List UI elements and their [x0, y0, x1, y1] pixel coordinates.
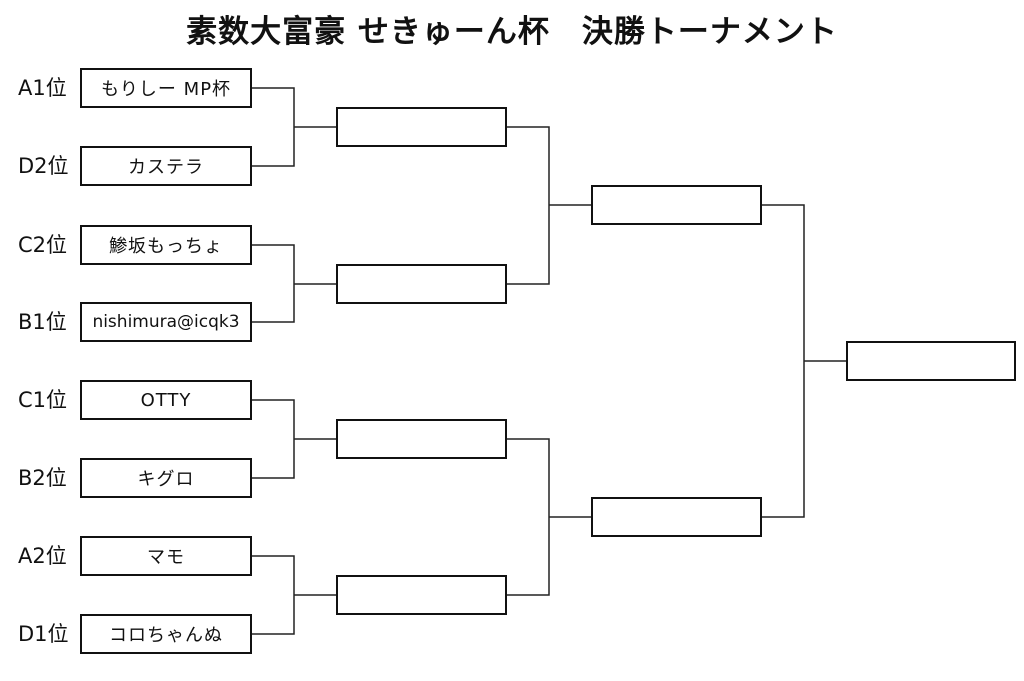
champion-box [846, 341, 1016, 381]
round1-winner-box [336, 264, 507, 304]
semifinal-winner-box [591, 497, 762, 537]
round1-winner-box [336, 107, 507, 147]
entry-box: キグロ [80, 458, 252, 498]
entry-box: nishimura@icqk3 [80, 302, 252, 342]
entry-box: カステラ [80, 146, 252, 186]
entry-name: カステラ [128, 157, 204, 178]
entry-box: コロちゃんぬ [80, 614, 252, 654]
seed-label: C2位 [18, 233, 68, 257]
entry-box: マモ [80, 536, 252, 576]
entry-box: もりしー MP杯 [80, 68, 252, 108]
entry-name: コロちゃんぬ [109, 625, 223, 646]
seed-label: B2位 [18, 466, 67, 490]
seed-label: C1位 [18, 388, 68, 412]
seed-label: A1位 [18, 76, 67, 100]
seed-label: A2位 [18, 544, 67, 568]
seed-label: D2位 [18, 154, 69, 178]
semifinal-winner-box [591, 185, 762, 225]
entry-name: OTTY [140, 389, 192, 411]
round1-winner-box [336, 575, 507, 615]
entry-name: nishimura@icqk3 [92, 312, 240, 332]
entry-box: 鯵坂もっちょ [80, 225, 252, 265]
entry-name: キグロ [137, 469, 195, 490]
entry-name: もりしー MP杯 [100, 79, 232, 100]
seed-label: B1位 [18, 310, 67, 334]
round1-winner-box [336, 419, 507, 459]
page-title: 素数大富豪 せきゅーん杯 決勝トーナメント [186, 14, 838, 50]
entry-box: OTTY [80, 380, 252, 420]
entry-name: 鯵坂もっちょ [109, 236, 223, 257]
entry-name: マモ [147, 547, 185, 568]
seed-label: D1位 [18, 622, 69, 646]
